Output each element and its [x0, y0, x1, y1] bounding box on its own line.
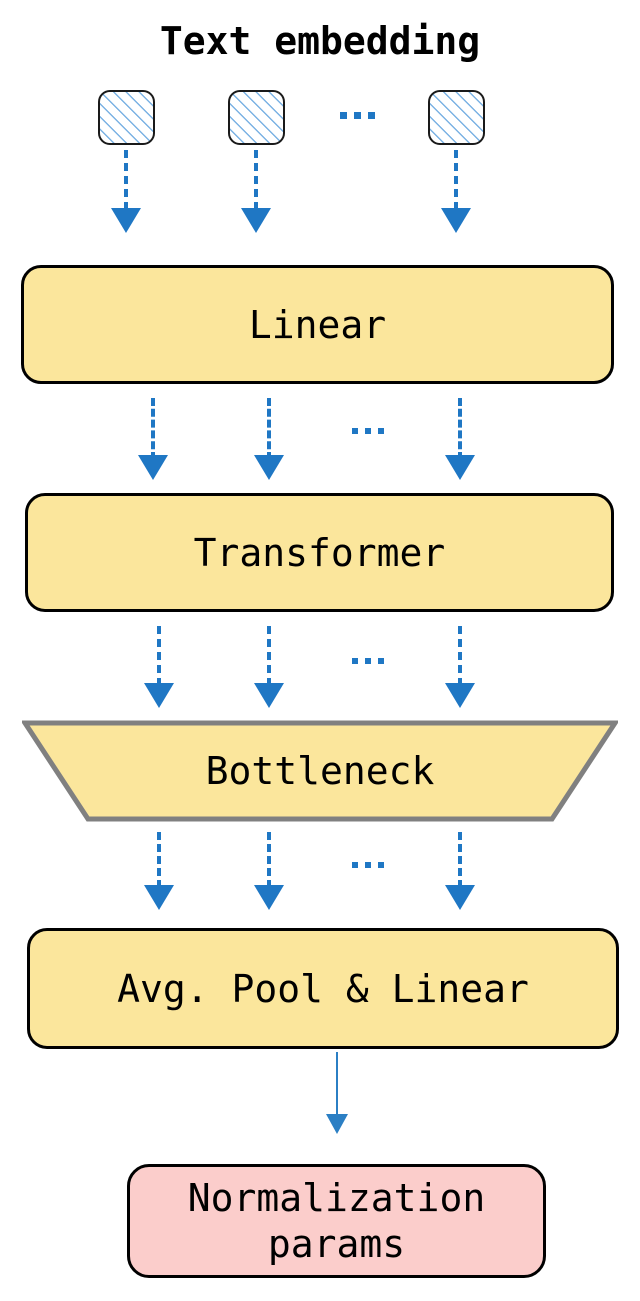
ellipsis-dot	[378, 862, 384, 868]
connector-transformer-bottleneck-n	[458, 626, 462, 686]
arrowhead-bottleneck-avgpool-n	[445, 885, 475, 910]
ellipsis-linear-transformer	[352, 428, 384, 434]
arrowhead-linear-transformer-n	[445, 455, 475, 480]
embedding-token-1	[98, 90, 155, 145]
arrowhead-bottleneck-avgpool-1	[144, 885, 174, 910]
connector-transformer-bottleneck-2	[267, 626, 271, 686]
arrowhead-transformer-bottleneck-2	[254, 683, 284, 708]
arrowhead-linear-transformer-2	[254, 455, 284, 480]
ellipsis-transformer-bottleneck	[352, 658, 384, 664]
block-transformer[interactable]: Transformer	[25, 493, 614, 612]
connector-bottleneck-avgpool-2	[267, 832, 271, 888]
connector-avgpool-output	[336, 1052, 338, 1118]
ellipsis-tokens	[340, 112, 375, 119]
ellipsis-dot	[378, 428, 384, 434]
ellipsis-dot	[352, 658, 358, 664]
arrowhead-token2-linear	[241, 208, 271, 233]
ellipsis-dot	[354, 112, 361, 119]
ellipsis-dot	[365, 658, 371, 664]
ellipsis-dot	[368, 112, 375, 119]
embedding-token-2	[228, 90, 285, 145]
block-linear[interactable]: Linear	[21, 265, 614, 384]
bottleneck-trapezoid-shape	[22, 720, 618, 822]
connector-linear-transformer-n	[458, 398, 462, 460]
arrowhead-transformer-bottleneck-n	[445, 683, 475, 708]
embedding-token-n	[428, 90, 485, 145]
ellipsis-dot	[340, 112, 347, 119]
arrowhead-transformer-bottleneck-1	[144, 683, 174, 708]
ellipsis-dot	[352, 862, 358, 868]
arrowhead-tokenn-linear	[441, 208, 471, 233]
connector-transformer-bottleneck-1	[157, 626, 161, 686]
connector-bottleneck-avgpool-n	[458, 832, 462, 888]
connector-linear-transformer-1	[151, 398, 155, 460]
block-avg-pool-linear[interactable]: Avg. Pool & Linear	[27, 928, 619, 1049]
ellipsis-dot	[365, 428, 371, 434]
ellipsis-dot	[365, 862, 371, 868]
ellipsis-bottleneck-avgpool	[352, 862, 384, 868]
block-bottleneck[interactable]: Bottleneck	[22, 718, 618, 824]
connector-tokenn-linear	[454, 150, 458, 210]
ellipsis-dot	[352, 428, 358, 434]
connector-token1-linear	[124, 150, 128, 210]
arrowhead-bottleneck-avgpool-2	[254, 885, 284, 910]
ellipsis-dot	[378, 658, 384, 664]
arrowhead-avgpool-output	[326, 1114, 348, 1134]
page-title: Text embedding	[159, 19, 481, 63]
block-normalization-params[interactable]: Normalization params	[127, 1164, 546, 1278]
connector-bottleneck-avgpool-1	[157, 832, 161, 888]
arrowhead-linear-transformer-1	[138, 455, 168, 480]
connector-linear-transformer-2	[267, 398, 271, 460]
arrowhead-token1-linear	[111, 208, 141, 233]
connector-token2-linear	[254, 150, 258, 210]
